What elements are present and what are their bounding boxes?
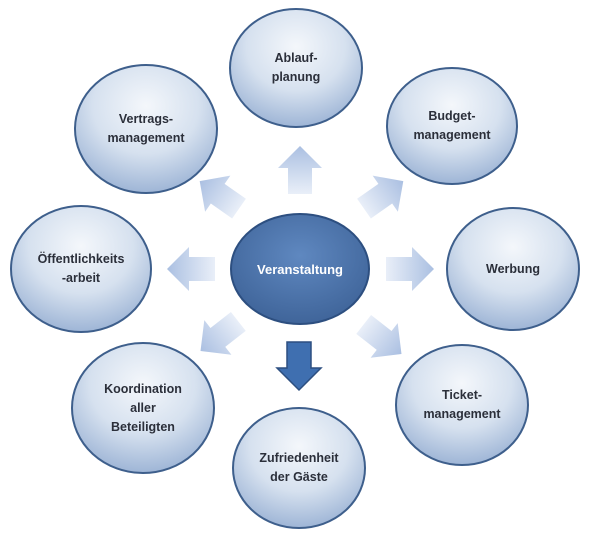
arrow-down-left-icon: [200, 311, 246, 355]
node-ellipse-oeffentlichkeitsarbeit: [10, 205, 152, 333]
arrow-up-icon: [278, 146, 322, 194]
arrow-down-right-icon: [356, 314, 402, 358]
node-ellipse-budgetmanagement: [386, 67, 518, 185]
arrow-down-icon: [275, 341, 323, 392]
center-ellipse: [230, 213, 370, 325]
arrow-up-right-icon: [357, 175, 404, 219]
node-ellipse-ablaufplanung: [229, 8, 363, 128]
arrow-left-icon: [167, 247, 215, 291]
node-ellipse-vertragsmanagement: [74, 64, 218, 194]
arrow-right-icon: [386, 247, 434, 291]
node-ellipse-ticketmanagement: [395, 344, 529, 466]
arrow-up-left-icon: [199, 175, 246, 219]
node-ellipse-werbung: [446, 207, 580, 331]
node-ellipse-zufriedenheit: [232, 407, 366, 529]
node-ellipse-koordination: [71, 342, 215, 474]
